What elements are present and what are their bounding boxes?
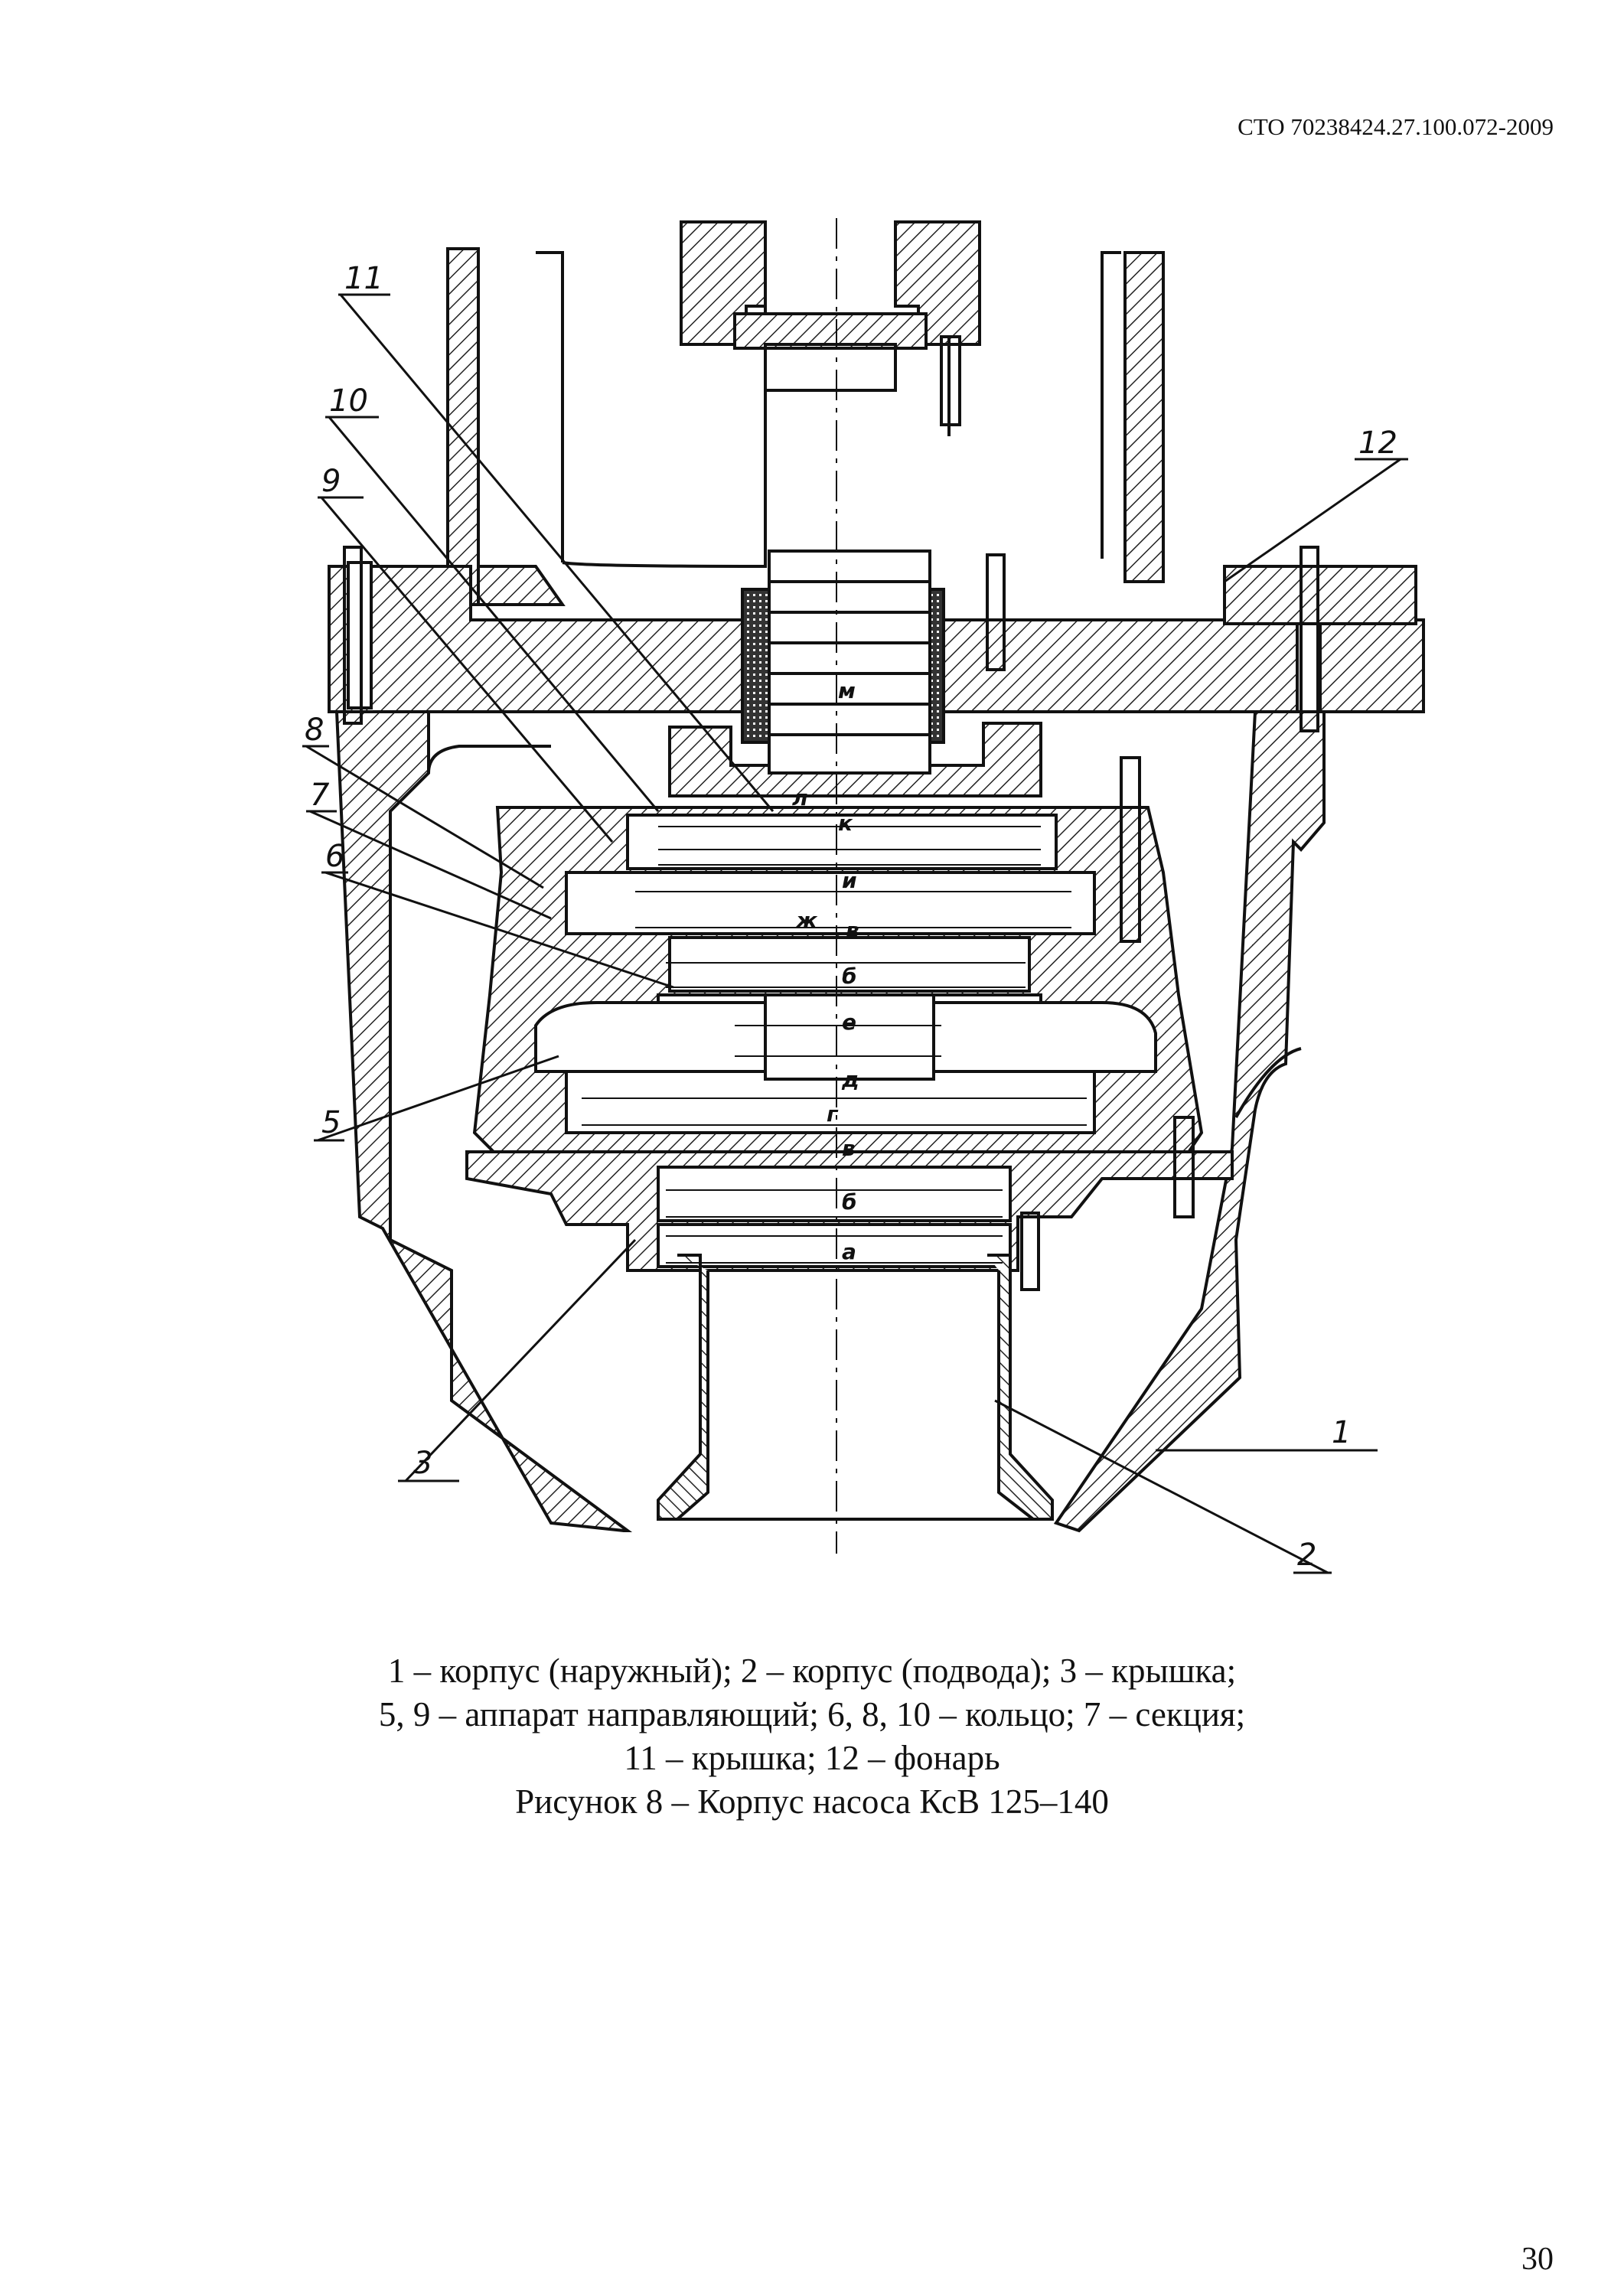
caption-legend-line-2: 5, 9 – аппарат направляющий; 6, 8, 10 – … <box>378 1695 1246 1733</box>
cavity-label-d: д <box>841 1067 859 1092</box>
part-label-12: 12 <box>1358 426 1397 461</box>
cavity-label-a: а <box>842 1239 856 1264</box>
figure-caption: 1 – корпус (наружный); 2 – корпус (подво… <box>0 1649 1624 1824</box>
cavity-label-b-upper: б <box>842 964 857 989</box>
caption-legend-line-3: 11 – крышка; 12 – фонарь <box>624 1739 1000 1777</box>
part-label-6: 6 <box>325 839 344 874</box>
part-label-7: 7 <box>310 778 330 813</box>
cavity-label-e: е <box>842 1009 856 1035</box>
pump-casing-drawing: 1 2 3 5 6 7 8 9 10 11 12 а б в г д е б в… <box>302 218 1425 1574</box>
cavity-label-v-upper: в <box>846 918 859 943</box>
part-label-9: 9 <box>321 464 341 499</box>
part-label-1: 1 <box>1332 1415 1351 1450</box>
part-label-11: 11 <box>344 261 383 296</box>
document-code: СТО 70238424.27.100.072-2009 <box>1238 113 1554 140</box>
part-label-3: 3 <box>413 1446 432 1481</box>
cavity-label-i: и <box>842 868 857 893</box>
cavity-label-m: м <box>838 678 856 703</box>
part-label-2: 2 <box>1297 1538 1316 1573</box>
cavity-label-zh: ж <box>794 908 818 933</box>
cavity-label-b-lower: б <box>842 1189 857 1215</box>
page-number: 30 <box>1521 2242 1554 2277</box>
cavity-label-v-lower: в <box>842 1136 856 1161</box>
part-label-10: 10 <box>329 383 368 419</box>
cavity-label-l: л <box>792 785 808 810</box>
part-label-5: 5 <box>321 1105 341 1140</box>
cavity-label-g: г <box>827 1101 839 1127</box>
drawing-geometry <box>302 218 1425 1574</box>
cavity-label-k: к <box>838 810 853 836</box>
caption-legend-line-1: 1 – корпус (наружный); 2 – корпус (подво… <box>387 1652 1237 1690</box>
part-label-8: 8 <box>305 713 324 748</box>
figure-title: Рисунок 8 – Корпус насоса КсВ 125–140 <box>515 1782 1109 1821</box>
